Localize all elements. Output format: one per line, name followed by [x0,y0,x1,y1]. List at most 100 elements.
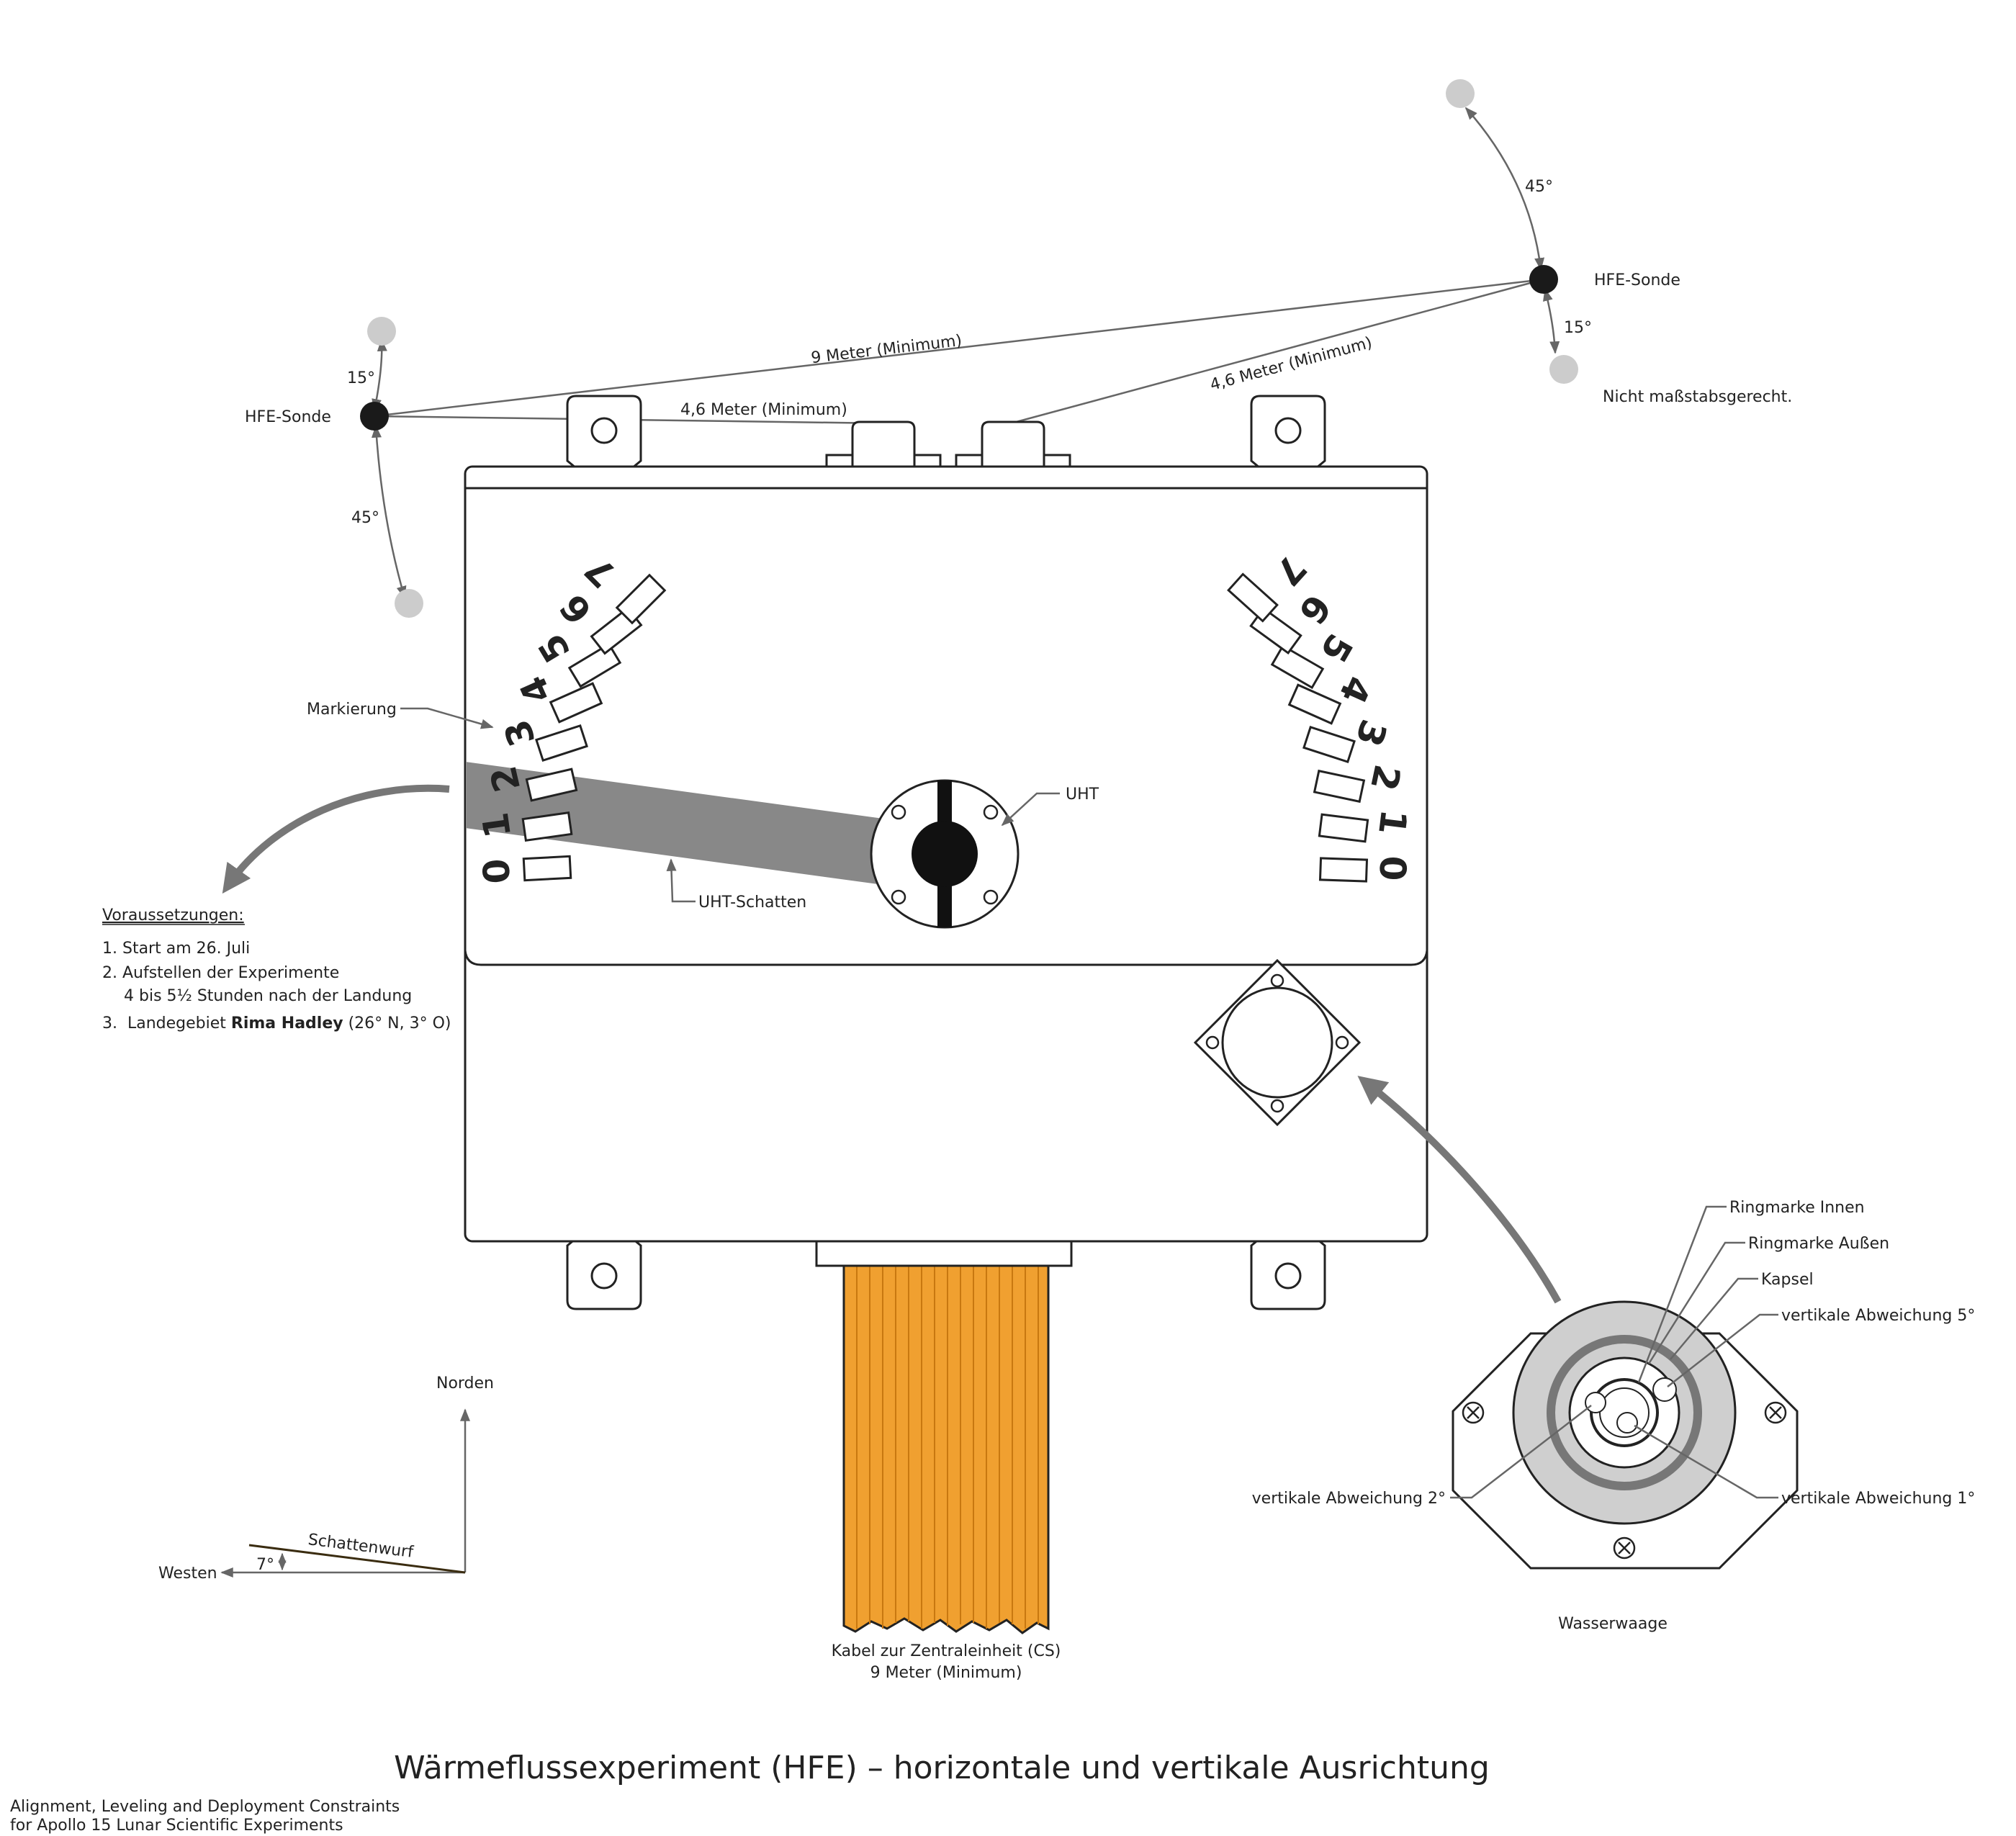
dial-right-digit-1: 1 [1370,807,1415,837]
compass-shadow-label: Schattenwurf [307,1531,415,1562]
lower-connector-screw-2 [1335,1035,1349,1050]
arrow-to-prerequisites [222,784,450,894]
leader-dev5 [1667,1313,1778,1387]
prerequisite-3-prefix: 3. Landegebiet [102,1014,231,1032]
ghost-probe-right-bottom [1549,355,1578,384]
cable-caption-line1: Kabel zur Zentraleinheit (CS) [832,1642,1061,1660]
label-uht: UHT [1066,786,1099,804]
dial-left-digit-0: 0 [475,858,518,885]
label-uht-schatten: UHT-Schatten [698,894,806,912]
cable-ribbon [842,1264,1050,1634]
ghost-probe-right-top [1446,79,1475,108]
level-caption: Wasserwaage [1558,1615,1668,1633]
label-capsule: Kapsel [1761,1271,1814,1289]
dial-right-mark-2 [1313,769,1366,804]
dial-left-mark-3 [535,724,588,762]
cable [815,1240,1073,1634]
label-dev2: vertikale Abweichung 2° [1252,1490,1446,1508]
line-probe-to-probe [374,278,1544,418]
dial-right-mark-5 [1270,644,1325,690]
leader-markierung [400,707,494,729]
level-screw-right [1764,1401,1787,1424]
level-ring-mark-outer [1547,1335,1702,1490]
level-ring-mark-inner [1590,1378,1659,1447]
tab-hole-top-right [1274,417,1302,444]
page-title: Wärmeflussexperiment (HFE) – horizontale… [394,1750,1490,1786]
prerequisite-3: 3. Landegebiet Rima Hadley (26° N, 3° O) [102,1014,451,1032]
tab-hole-bottom-left [590,1262,618,1290]
leader-uht [1001,792,1060,827]
cable-connector [815,1240,1073,1267]
tab-hole-bottom-right [1274,1262,1302,1290]
dial-right-marks [1227,572,1369,883]
lower-connector-screw-4 [1205,1035,1220,1050]
connector-left-body [851,420,916,467]
compass-shadow-line [248,1544,466,1574]
level-leaders [1450,1205,1778,1499]
dial-left-mark-5 [567,642,622,688]
arrow-level-to-connector [1357,1076,1562,1304]
line-right-probe-to-unit [1010,278,1544,425]
prerequisite-1: 1. Start am 26. Juli [102,940,250,958]
label-ring-inner: Ringmarke Innen [1729,1199,1865,1217]
arc-right-bottom [1543,288,1560,354]
compass-north-label: Norden [436,1374,494,1392]
leader-dev1 [1634,1424,1778,1499]
uht-screw-3 [891,889,906,905]
compass-angle-label: 7° [256,1556,274,1574]
probes [360,79,1578,618]
prerequisites: Voraussetzungen: 1. Start am 26. Juli 2.… [102,906,451,1032]
dial-right-mark-0 [1318,857,1369,883]
level-screw-bottom [1613,1536,1636,1560]
leader-capsule [1670,1277,1758,1360]
dial-left-digit-1: 1 [474,810,519,841]
leader-ring-outer [1647,1241,1745,1364]
arc-right-top [1464,107,1545,271]
uht-screw-1 [891,804,906,820]
uht-shadow [467,762,942,893]
dial-right: 0 1 2 3 4 5 6 7 [1227,547,1415,883]
dial-left: 0 1 2 3 4 5 6 7 [474,548,667,885]
prerequisite-2-cont: 4 bis 5½ Stunden nach der Landung [124,987,412,1005]
label-dev1: vertikale Abweichung 1° [1781,1490,1975,1508]
dial-right-mark-7 [1227,572,1279,623]
lower-connector-screw-1 [1270,973,1284,988]
arc-left-top [372,338,387,412]
dial-left-mark-2 [525,768,578,802]
dial-right-mark-4 [1287,683,1342,725]
leader-dev2 [1450,1405,1592,1499]
compass: Norden Westen Schattenwurf 7° [158,1374,494,1583]
cable-caption-line2: 9 Meter (Minimum) [870,1664,1022,1682]
label-left-probe-to-unit: 4,6 Meter (Minimum) [680,401,847,419]
label-probe-to-probe: 9 Meter (Minimum) [810,332,963,367]
arc-left-bottom [371,425,407,599]
label-probe-left: HFE-Sonde [245,408,331,426]
dial-left-mark-7 [615,573,667,625]
uht-screw-2 [983,804,999,820]
credit-line-2: for Apollo 15 Lunar Scientific Experimen… [10,1817,343,1835]
note-not-to-scale: Nicht maßstabsgerecht. [1603,388,1792,406]
bubble-level: Ringmarke Innen Ringmarke Außen Kapsel v… [1252,1199,1976,1633]
leader-uht-schatten [666,858,696,903]
dial-right-mark-3 [1302,725,1356,764]
angle-right-top: 45° [1525,178,1553,196]
level-screws [1462,1401,1787,1560]
label-dev5: vertikale Abweichung 5° [1781,1307,1975,1325]
hfe-probe-right [1529,265,1558,294]
cable-stripes [856,1266,1039,1629]
prerequisites-heading: Voraussetzungen: [102,906,244,924]
prerequisite-2: 2. Aufstellen der Experimente [102,964,339,982]
level-inner-ring [1599,1387,1650,1438]
ghost-probe-left-bottom [395,589,423,618]
angle-left-bottom: 45° [351,509,379,527]
dial-left-mark-0 [522,855,572,882]
level-bubble-1deg [1616,1412,1638,1434]
level-screw-left [1462,1401,1485,1424]
connector-right-body [981,420,1045,467]
angle-right-bottom: 15° [1564,319,1592,337]
compass-west-label: Westen [158,1565,217,1583]
dial-left-mark-1 [521,811,573,842]
lower-connector-screw-3 [1270,1099,1284,1113]
top-connectors [825,420,1071,468]
unit-panel-divider [464,950,1428,966]
